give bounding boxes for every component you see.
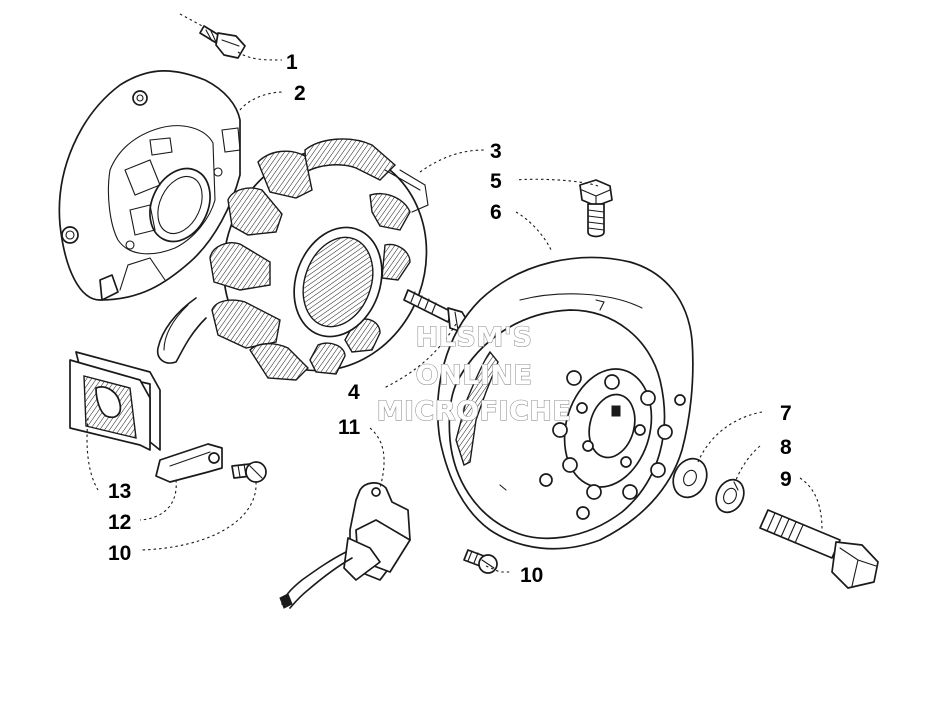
callout-7: 7 <box>780 402 792 425</box>
part-1-screw <box>179 13 246 59</box>
callout-1: 1 <box>286 51 298 74</box>
watermark-line-2: ONLINE <box>416 360 533 391</box>
part-6-flywheel <box>436 256 694 550</box>
callout-6: 6 <box>490 201 502 224</box>
watermark: HLSM'S ONLINE MICROFICHE <box>376 321 572 427</box>
part-7-washer <box>672 457 708 499</box>
callout-4: 4 <box>348 381 360 404</box>
part-9-bolt <box>759 509 879 589</box>
part-10-screw-left <box>231 461 267 483</box>
callout-3: 3 <box>490 140 502 163</box>
callout-8: 8 <box>780 436 792 459</box>
part-12-bracket <box>155 443 223 483</box>
part-8-lock-washer <box>715 478 745 514</box>
callout-11: 11 <box>338 416 361 439</box>
callout-10-right: 10 <box>520 564 543 587</box>
part-11-pulser-coil <box>279 482 411 609</box>
part-3-stator <box>156 138 429 381</box>
callout-9: 9 <box>780 468 792 491</box>
part-10-screw-right <box>463 549 498 574</box>
callout-labels: 1 2 3 4 5 6 7 8 9 10 10 11 12 13 <box>108 51 792 587</box>
part-13-plate <box>69 351 161 451</box>
leader-lines <box>86 51 823 573</box>
part-2-cover <box>58 70 241 301</box>
watermark-line-1: HLSM'S <box>416 322 533 353</box>
callout-13: 13 <box>108 480 131 503</box>
callout-2: 2 <box>294 82 306 105</box>
callout-5: 5 <box>490 170 502 193</box>
part-5-bolt <box>579 179 613 238</box>
callout-10-left: 10 <box>108 542 131 565</box>
watermark-line-3: MICROFICHE <box>377 396 572 427</box>
callout-12: 12 <box>108 511 131 534</box>
